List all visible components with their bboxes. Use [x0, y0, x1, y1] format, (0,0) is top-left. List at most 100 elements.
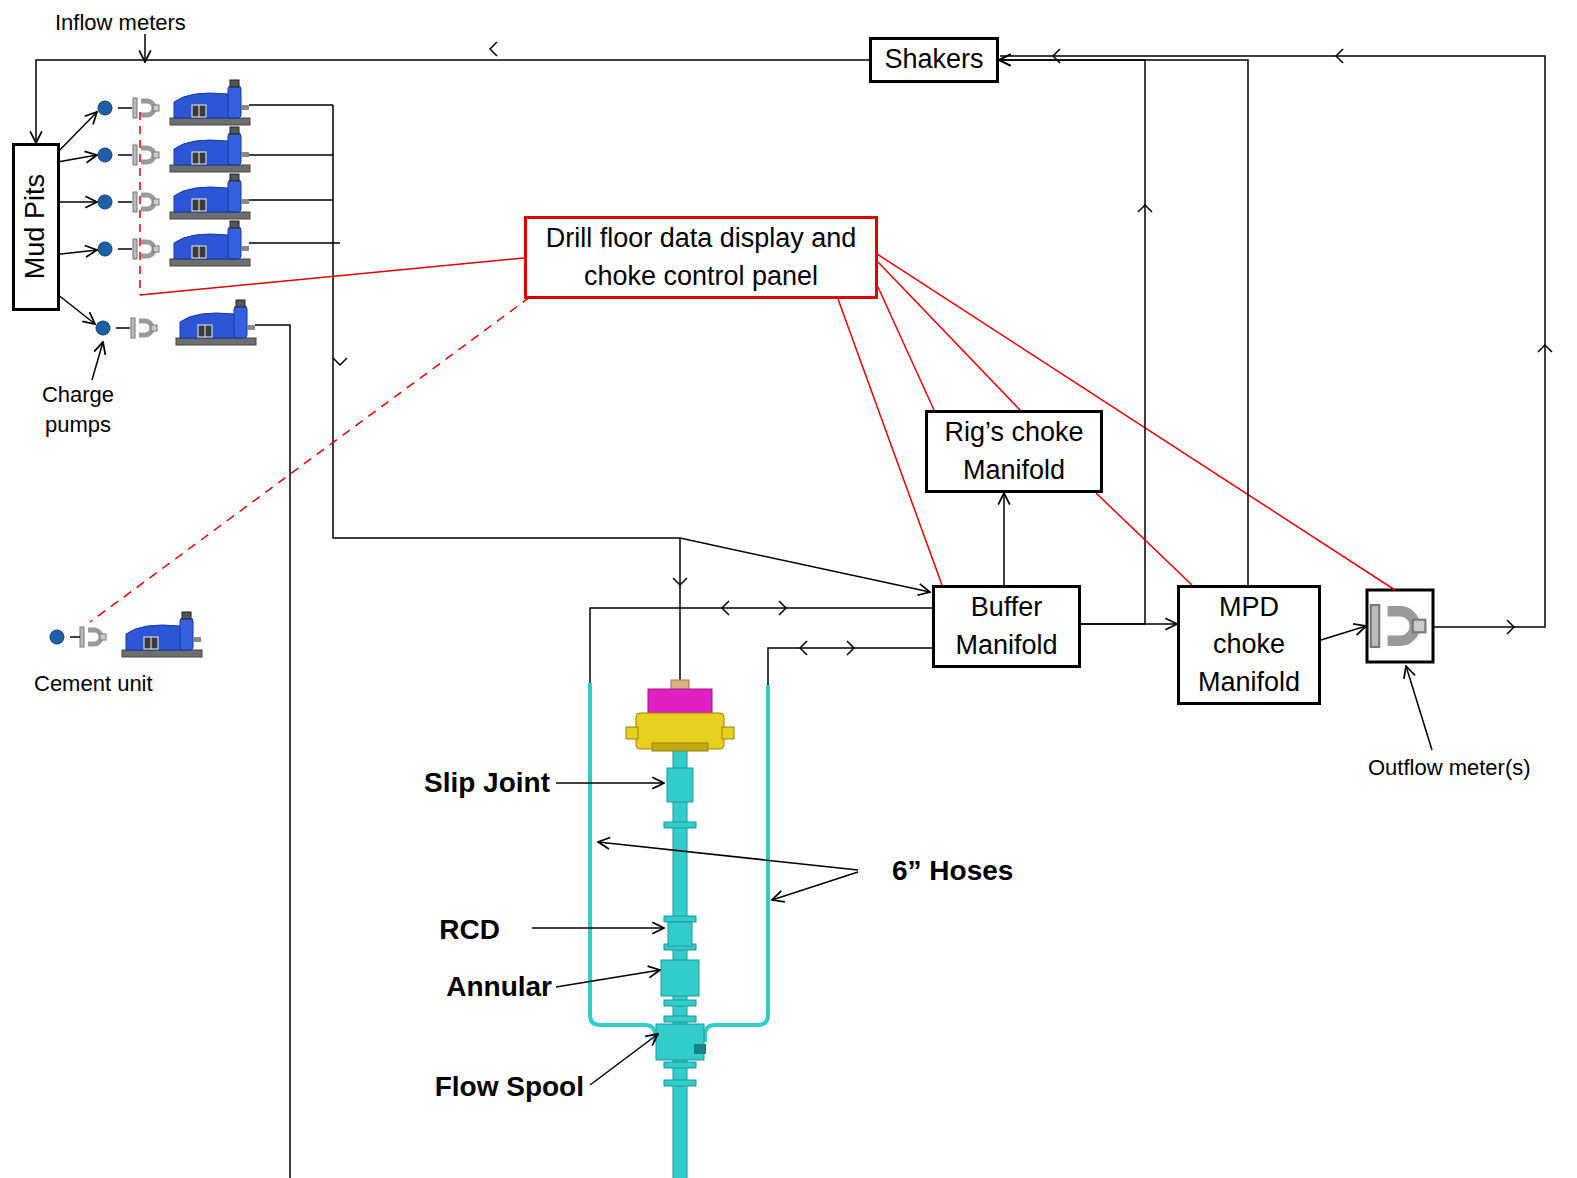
pump-skid: [122, 650, 202, 657]
connector: [1003, 493, 1005, 585]
pump-motor: [144, 637, 158, 649]
callout-label: Outflow meter(s): [1368, 753, 1531, 783]
riser-flange: [664, 916, 696, 922]
pump-motor: [192, 246, 206, 258]
pump-head: [228, 133, 241, 165]
pump-motor: [199, 246, 200, 258]
callout-label: Cement unit: [34, 669, 153, 699]
part-label: 6” Hoses: [892, 852, 1013, 890]
pump-body: [126, 625, 188, 650]
charge-pump-dot: [98, 195, 112, 209]
flow-meter-flange: [1413, 620, 1426, 633]
leader-line: [92, 342, 103, 380]
flow-meter-flange: [80, 627, 84, 647]
pipe: [118, 248, 132, 250]
pipe: [70, 636, 80, 638]
charge-pump-dot: [98, 242, 112, 256]
connector: [36, 60, 869, 143]
pump-valve: [230, 80, 239, 87]
pump-head: [228, 227, 241, 259]
charge-pump-dot: [50, 630, 64, 644]
flow-meter-tube: [141, 242, 154, 256]
hose-line: [768, 648, 932, 685]
connector: [878, 262, 1020, 410]
connector: [999, 60, 1145, 624]
outflow-meter-box: [1367, 590, 1433, 662]
pump-outlet: [241, 105, 249, 110]
pump-head: [180, 618, 193, 650]
connector: [1096, 493, 1192, 585]
flow-meter-tube: [141, 195, 154, 209]
flow-meter-symbol: [133, 98, 159, 118]
pump-body: [174, 187, 236, 212]
flow-meter-symbol: [133, 145, 159, 165]
node-label: Rig’s choke Manifold: [928, 414, 1100, 489]
pipe: [118, 107, 132, 109]
discharge-line: [249, 105, 340, 243]
pump-skid: [170, 165, 250, 172]
pump-skid: [170, 212, 250, 219]
pump-body: [180, 313, 242, 338]
diverter-lug: [626, 727, 638, 739]
discharge-line: [333, 105, 930, 592]
pump-body: [174, 140, 236, 165]
discharge-line: [679, 538, 681, 682]
flow-arrow: [490, 42, 497, 56]
pump-motor: [199, 152, 200, 164]
flow-arrow: [1053, 49, 1060, 63]
pump-valve: [182, 612, 191, 619]
pump-outlet: [193, 637, 201, 642]
flow-meter-symbol: [131, 318, 157, 338]
flow-meter-flange: [131, 318, 135, 338]
shakers-box: Shakers: [869, 37, 999, 83]
leader-line: [590, 1034, 658, 1085]
flow-meter-flange: [153, 246, 159, 252]
node-label: Shakers: [884, 41, 983, 78]
callout-label: Charge pumps: [30, 380, 126, 439]
riser-flange: [664, 1062, 696, 1068]
pump-body: [174, 93, 236, 118]
flow-meter-flange: [1371, 605, 1379, 647]
flow-meter-symbol: [133, 192, 159, 212]
mud-pump-symbol: [170, 80, 250, 125]
pump-head: [228, 86, 241, 118]
flow-meter-flange: [153, 152, 159, 158]
node-label: MPD choke Manifold: [1193, 589, 1305, 701]
diverter-lug: [652, 743, 708, 751]
flow-arrow: [722, 601, 729, 615]
callout-label: Inflow meters: [55, 8, 186, 38]
riser-flange: [664, 822, 696, 828]
pump-motor: [198, 325, 212, 337]
flow-arrow: [333, 358, 347, 365]
pump-outlet: [241, 246, 249, 251]
charge-pump-dot: [98, 148, 112, 162]
pump-valve: [230, 127, 239, 134]
flow-meter-symbol: [133, 239, 159, 259]
connector: [999, 60, 1248, 585]
signal-line: [90, 297, 530, 622]
mud-pump-symbol: [122, 612, 202, 657]
flow-meter-flange: [133, 192, 137, 212]
flow-spool-body: [656, 1024, 704, 1060]
mud-pump-symbol: [176, 300, 256, 345]
leader-line: [532, 927, 664, 929]
part-label: RCD: [380, 911, 500, 949]
pipe: [118, 154, 132, 156]
pump-outlet: [241, 152, 249, 157]
mud-pump-symbol: [170, 221, 250, 266]
pump-motor: [205, 325, 206, 337]
flow-arrow: [1538, 345, 1552, 352]
flow-arrow: [1507, 620, 1514, 634]
control-panel-box: Drill floor data display and choke contr…: [524, 216, 878, 299]
flow-meter-tube: [141, 148, 154, 162]
part-label: Slip Joint: [380, 764, 550, 802]
flow-meter-flange: [100, 634, 106, 640]
flow-arrow: [673, 578, 687, 585]
pump-motor: [151, 637, 152, 649]
flow-meter-tube: [139, 321, 152, 335]
buffer-manifold-box: Buffer Manifold: [932, 585, 1081, 668]
diverter-housing: [648, 689, 712, 714]
charge-pump-dot: [98, 101, 112, 115]
riser-flange: [664, 1000, 696, 1006]
